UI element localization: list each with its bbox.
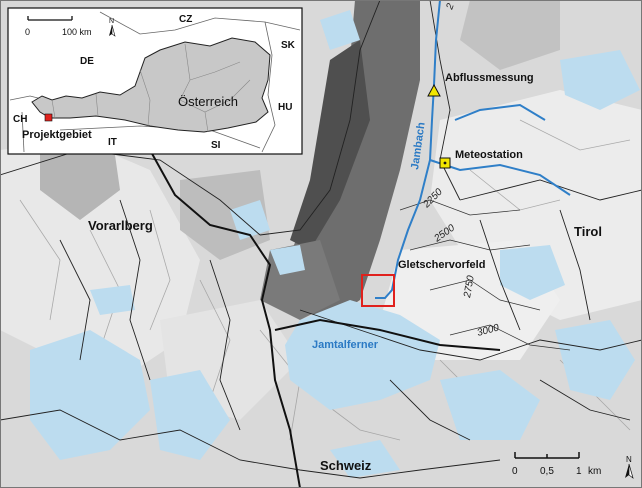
inset-label-hu: HU — [278, 102, 292, 113]
glacier-small-2 — [330, 440, 400, 478]
glacier-areas — [30, 10, 640, 478]
label-meteostation: Meteostation — [455, 149, 523, 161]
inset-label-si: SI — [211, 140, 221, 151]
scale-bar: 0 0,5 1 km — [512, 452, 601, 477]
weather-station-dot — [443, 161, 447, 165]
river-jambach — [375, 0, 441, 299]
inset-label-de: DE — [80, 56, 94, 67]
glacier-north — [320, 10, 360, 50]
label-vorarlberg: Vorarlberg — [88, 218, 153, 233]
inset-label-it: IT — [108, 137, 117, 148]
scale-label-0: 0 — [512, 466, 518, 477]
river-tributary-north — [454, 103, 546, 121]
ridge-shadow-north — [460, 0, 560, 70]
label-gletschervorfeld: Gletschervorfeld — [398, 259, 485, 271]
inset-label-cz: CZ — [179, 14, 192, 25]
inset-scale-zero: 0 — [25, 27, 30, 37]
political-boundaries — [149, 149, 501, 488]
inset-label-projektgebiet: Projektgebiet — [22, 129, 92, 141]
label-abflussmessung: Abflussmessung — [445, 72, 534, 84]
glacier-jamtalferner — [285, 300, 440, 410]
glacier-southeast — [440, 370, 540, 440]
inset-austria-shape — [31, 37, 271, 133]
glacier-tirol — [500, 245, 565, 300]
scale-label-1: 1 — [576, 466, 582, 477]
inset-label-ch: CH — [13, 114, 27, 125]
glacier-small-1 — [270, 245, 305, 275]
inset-label-sk: SK — [281, 40, 296, 51]
contour-lines — [399, 199, 571, 351]
inset-label-austria: Österreich — [178, 94, 238, 109]
inset-north-arrow-icon: N — [109, 18, 116, 37]
glacier-southwest — [30, 330, 150, 460]
inset-map: 0 100 km N CZ SK DE HU CH IT SI Österrei… — [7, 7, 303, 155]
contour-label-2750: 2750 — [462, 274, 477, 299]
label-schweiz: Schweiz — [320, 458, 372, 473]
north-arrow-icon: N — [625, 455, 634, 479]
contour-label-top: 2 — [444, 2, 457, 12]
north-label: N — [626, 455, 632, 464]
study-area-frame[interactable] — [361, 274, 395, 307]
inset-state-boundaries — [51, 43, 251, 133]
valley-shadow-deep — [290, 40, 370, 250]
glacier-small-3 — [90, 285, 135, 315]
label-jamtalferner: Jamtalferner — [312, 339, 379, 351]
inset-scale-end: 100 km — [62, 27, 92, 37]
inset-north-label: N — [109, 18, 114, 25]
glacier-east — [555, 320, 635, 400]
scale-label-unit: km — [588, 466, 601, 477]
discharge-gauge-marker[interactable] — [427, 83, 441, 97]
label-tirol: Tirol — [574, 224, 602, 239]
inset-project-marker[interactable] — [44, 113, 53, 122]
glacier-south — [150, 370, 230, 460]
glacier-northeast — [560, 50, 640, 110]
glacier-central — [230, 200, 270, 240]
scale-label-half: 0,5 — [540, 466, 554, 477]
